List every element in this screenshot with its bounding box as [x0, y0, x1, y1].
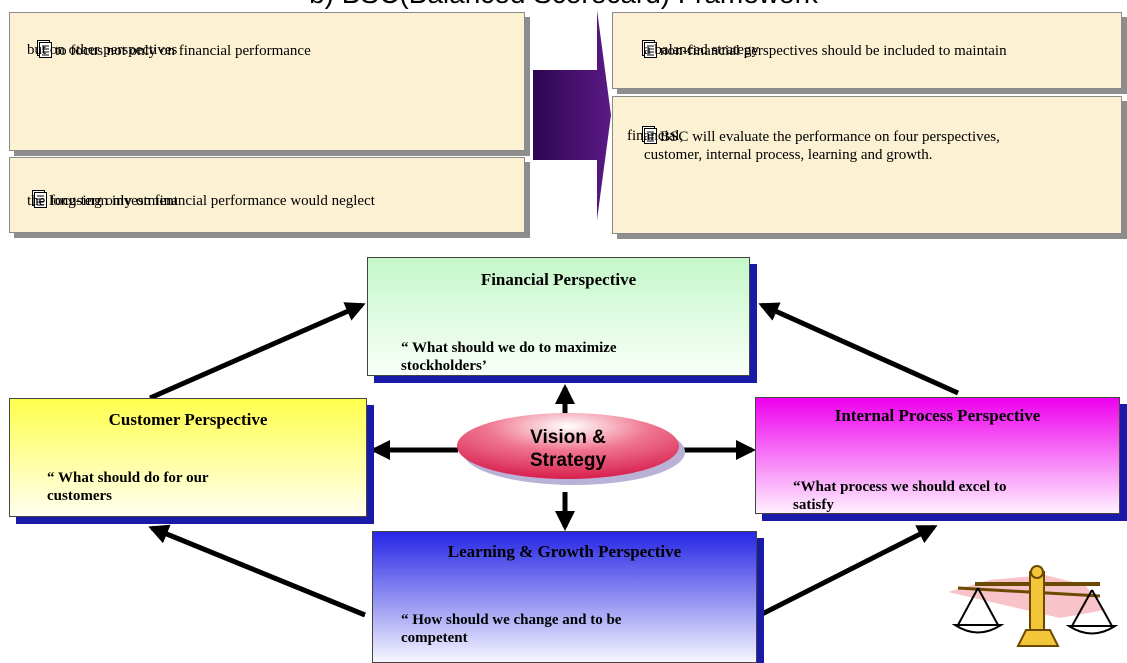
customer-perspective-title: Customer Perspective [108, 410, 268, 429]
internal-process-perspective-title: Internal Process Perspective [834, 406, 1041, 425]
note-text: a balanced strategy [644, 42, 759, 58]
learning-growth-perspective-title: Learning & Growth Perspective [447, 542, 682, 561]
note-text: the long-term investment [27, 193, 178, 209]
arrow-internal-to-financial [758, 302, 960, 396]
internal-question-line1: “What process we should excel to [793, 479, 1007, 495]
financial-question-line1: “ What should we do to maximize [401, 340, 617, 356]
note-text: BSC will evaluate the performance on fou… [660, 129, 1000, 145]
customer-question-line1: “ What should do for our [47, 470, 209, 486]
vision-strategy-label: Vision & Strategy [457, 413, 679, 479]
document-icon [37, 40, 52, 58]
note-text: financial, [627, 128, 684, 144]
note-text: non-financial perspectives should be inc… [660, 43, 1007, 59]
note-text: customer, internal process, learning and… [644, 147, 933, 163]
note-left-top: to focus not only on financial performan… [9, 12, 525, 151]
learning-question-line1: “ How should we change and to be [401, 612, 622, 628]
customer-perspective-box: Customer Perspective “ What should do fo… [9, 398, 367, 517]
learning-question-line2: competent [401, 630, 468, 646]
internal-question-line2: satisfy [793, 497, 834, 513]
document-icon [642, 126, 657, 144]
note-text: focusing only on financial performance w… [50, 193, 375, 209]
vision-strategy-line2: Strategy [529, 450, 607, 471]
document-icon [32, 190, 47, 208]
financial-question-line2: stockholders’ [401, 358, 487, 374]
financial-perspective-title: Financial Perspective [480, 270, 637, 289]
financial-perspective-box: Financial Perspective “ What should we d… [367, 257, 750, 376]
note-text: but on other perspectives [27, 42, 178, 58]
note-right-top: non-financial perspectives should be inc… [612, 12, 1122, 89]
note-left-bottom: focusing only on financial performance w… [9, 157, 525, 233]
arrow-learning-to-internal [760, 524, 938, 617]
internal-process-perspective-box: Internal Process Perspective “What proce… [755, 397, 1120, 514]
note-text: to focus not only on financial performan… [55, 43, 311, 59]
learning-growth-perspective-box: Learning & Growth Perspective “ How shou… [372, 531, 757, 663]
customer-question-line2: customers [47, 488, 112, 504]
arrow-learning-to-customer [148, 524, 366, 618]
vision-strategy-line1: Vision & [530, 427, 606, 448]
document-icon [642, 40, 657, 58]
slide-title: b) BSC(Balanced Scorecard) Framework [0, 0, 1127, 10]
arrow-customer-to-financial [148, 302, 366, 401]
note-right-bottom: BSC will evaluate the performance on fou… [612, 96, 1122, 234]
